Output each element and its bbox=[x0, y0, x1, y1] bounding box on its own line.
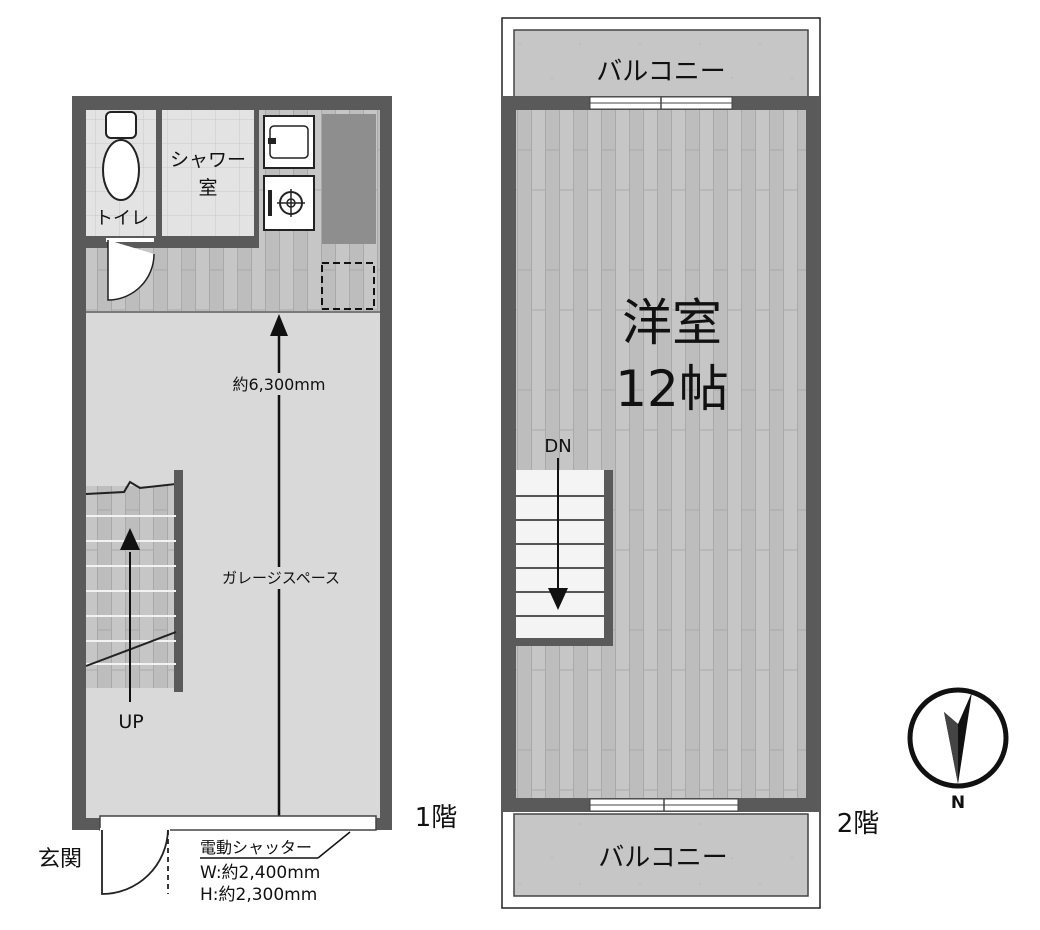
toilet-door bbox=[106, 238, 155, 301]
compass-icon bbox=[907, 687, 1009, 789]
staircase-down bbox=[516, 458, 613, 646]
room-size: 12帖 bbox=[615, 360, 729, 418]
staircase-up bbox=[85, 470, 183, 702]
partition-wall bbox=[86, 236, 258, 240]
fridge-space bbox=[322, 114, 376, 244]
garage-label: ガレージスペース bbox=[222, 569, 340, 587]
electric-shutter bbox=[99, 815, 377, 831]
floor1-label: 1階 bbox=[415, 803, 458, 833]
shower-floor bbox=[162, 110, 254, 238]
balcony-top bbox=[513, 29, 809, 99]
room-floor bbox=[516, 110, 806, 798]
shower-label-room: 室 bbox=[198, 177, 217, 199]
room-name: 洋室 bbox=[622, 294, 722, 352]
compass-north-label: N bbox=[951, 793, 965, 813]
floor2-label: 2階 bbox=[837, 809, 880, 839]
floor1-plan: トイレ シャワー 室 約6,300mm bbox=[38, 96, 457, 905]
toilet-label: トイレ bbox=[95, 208, 149, 229]
balcony-bottom bbox=[513, 813, 809, 897]
window-north bbox=[589, 96, 733, 110]
stairs-down-label: DN bbox=[544, 436, 571, 457]
window-south bbox=[589, 798, 739, 812]
washer-space bbox=[321, 262, 375, 310]
shutter-width: W:約2,400mm bbox=[200, 863, 320, 883]
balcony-top-label: バルコニー bbox=[596, 57, 725, 87]
entrance-door bbox=[100, 828, 170, 895]
partition-wall bbox=[156, 110, 161, 238]
sink-icon bbox=[263, 115, 315, 169]
entrance-label: 玄関 bbox=[38, 847, 82, 872]
toilet-icon bbox=[102, 111, 140, 201]
balcony-bottom-label: バルコニー bbox=[598, 843, 727, 873]
shutter-title: 電動シャッター bbox=[200, 838, 312, 857]
dimension-label: 約6,300mm bbox=[233, 375, 326, 394]
shutter-callout-leader bbox=[317, 831, 351, 859]
partition-wall bbox=[254, 110, 259, 248]
shutter-height: H:約2,300mm bbox=[200, 885, 317, 905]
stairs-up-label: UP bbox=[118, 711, 143, 733]
floor2-plan: バルコニー バルコニー 洋室 12帖 bbox=[501, 17, 880, 909]
garage-label-bg bbox=[218, 567, 344, 589]
stove-icon bbox=[263, 175, 315, 231]
dimension-label-bg bbox=[226, 373, 332, 395]
shower-label: シャワー bbox=[170, 149, 246, 171]
